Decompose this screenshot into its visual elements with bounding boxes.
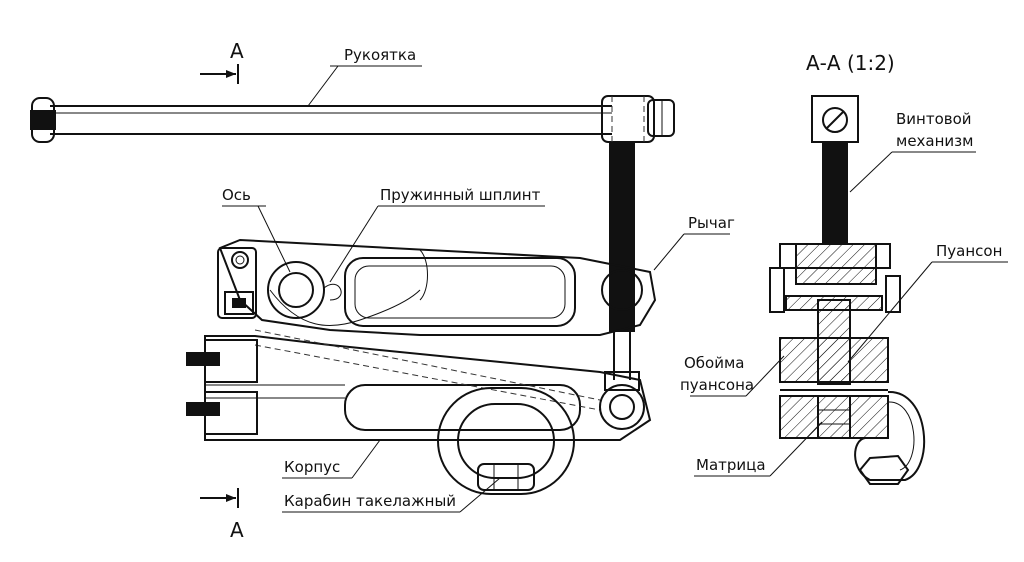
section-view: А-А (1:2) [769, 51, 925, 485]
label-screw-line1: Винтовой [896, 110, 972, 128]
screw-rod [609, 142, 635, 380]
handle-bar [30, 95, 675, 143]
label-die: Матрица [696, 456, 766, 474]
press-body [186, 238, 657, 441]
section-marker-bottom: А [200, 488, 244, 542]
label-spring-pin: Пружинный шплинт [380, 186, 541, 204]
leader-lines [222, 65, 1008, 513]
label-screw-line2: механизм [896, 132, 973, 150]
section-marker-top: А [200, 39, 244, 84]
label-lever: Рычаг [688, 214, 735, 232]
label-holder-line2: пуансона [680, 376, 754, 394]
section-mark-top-label: А [230, 39, 244, 63]
carabiner [437, 387, 575, 495]
label-body: Корпус [284, 458, 340, 476]
label-holder-line1: Обойма [684, 354, 745, 372]
section-mark-bottom-label: А [230, 518, 244, 542]
label-axis: Ось [222, 186, 251, 204]
label-punch: Пуансон [936, 242, 1002, 260]
callout-labels: Рукоятка Ось Пружинный шплинт Рычаг Корп… [222, 46, 1002, 510]
label-carabiner: Карабин такелажный [284, 492, 456, 510]
label-handle: Рукоятка [344, 46, 416, 64]
section-title: А-А (1:2) [806, 51, 895, 75]
